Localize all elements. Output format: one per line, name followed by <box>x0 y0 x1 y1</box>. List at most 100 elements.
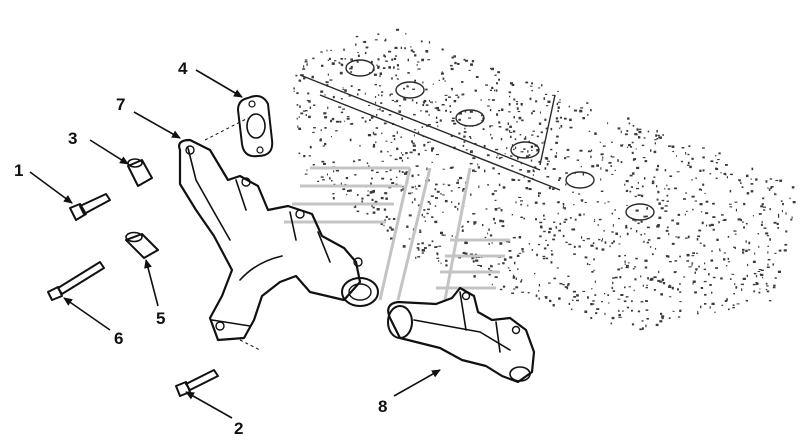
texture-speckle <box>430 195 434 197</box>
texture-speckle <box>640 301 644 303</box>
texture-speckle <box>619 276 622 279</box>
texture-speckle <box>488 99 491 101</box>
texture-speckle <box>377 108 379 111</box>
texture-speckle <box>375 127 379 129</box>
texture-speckle <box>618 316 622 318</box>
texture-speckle <box>590 288 593 290</box>
texture-speckle <box>422 101 425 104</box>
texture-speckle <box>369 191 373 194</box>
texture-speckle <box>396 131 398 134</box>
texture-speckle <box>760 269 764 271</box>
texture-speckle <box>742 251 745 254</box>
texture-speckle <box>392 217 396 220</box>
texture-speckle <box>593 269 595 272</box>
texture-speckle <box>653 150 657 154</box>
texture-speckle <box>776 222 779 225</box>
texture-speckle <box>431 216 434 218</box>
texture-speckle <box>498 183 501 187</box>
texture-speckle <box>569 118 572 122</box>
texture-speckle <box>775 179 779 181</box>
texture-speckle <box>765 232 769 235</box>
texture-speckle <box>634 278 637 281</box>
texture-speckle <box>506 147 508 150</box>
texture-speckle <box>760 223 763 226</box>
texture-speckle <box>733 230 737 232</box>
texture-speckle <box>376 208 380 211</box>
texture-speckle <box>322 145 325 147</box>
texture-speckle <box>477 264 480 266</box>
texture-speckle <box>557 110 559 113</box>
texture-speckle <box>568 302 571 305</box>
texture-speckle <box>494 74 497 76</box>
texture-speckle <box>498 110 501 112</box>
texture-speckle <box>530 149 533 151</box>
texture-speckle <box>380 223 383 225</box>
texture-speckle <box>679 309 682 312</box>
texture-speckle <box>494 89 496 92</box>
texture-speckle <box>420 110 422 112</box>
texture-speckle <box>552 238 555 241</box>
texture-speckle <box>758 291 761 294</box>
texture-speckle <box>685 192 688 194</box>
texture-speckle <box>556 201 558 203</box>
texture-speckle <box>358 159 361 161</box>
texture-speckle <box>695 177 697 179</box>
texture-speckle <box>780 200 783 202</box>
texture-speckle <box>369 72 371 74</box>
texture-speckle <box>658 270 660 274</box>
texture-speckle <box>582 172 584 176</box>
texture-speckle <box>354 205 357 208</box>
texture-speckle <box>548 231 551 234</box>
texture-speckle <box>528 243 531 245</box>
texture-speckle <box>374 96 377 98</box>
texture-speckle <box>590 303 593 306</box>
texture-speckle <box>762 276 764 279</box>
texture-speckle <box>644 259 648 262</box>
texture-speckle <box>568 243 572 246</box>
texture-speckle <box>385 171 388 173</box>
texture-speckle <box>634 266 637 268</box>
texture-speckle <box>444 200 448 203</box>
texture-speckle <box>338 106 342 108</box>
texture-speckle <box>625 189 629 192</box>
texture-speckle <box>366 212 369 215</box>
texture-speckle <box>762 197 765 200</box>
texture-speckle <box>527 180 531 183</box>
texture-speckle <box>611 173 614 175</box>
texture-speckle <box>739 180 741 182</box>
texture-speckle <box>296 104 299 106</box>
texture-speckle <box>515 201 517 204</box>
texture-speckle <box>773 221 777 224</box>
texture-speckle <box>767 263 769 266</box>
texture-speckle <box>379 75 381 78</box>
texture-speckle <box>590 244 594 247</box>
texture-speckle <box>457 187 461 189</box>
texture-speckle <box>554 155 557 158</box>
texture-speckle <box>334 60 337 62</box>
texture-speckle <box>674 260 678 262</box>
texture-speckle <box>729 189 732 193</box>
texture-speckle <box>715 168 719 171</box>
texture-speckle <box>414 185 416 188</box>
texture-speckle <box>428 244 431 247</box>
texture-speckle <box>636 128 639 131</box>
texture-speckle <box>664 205 668 207</box>
texture-speckle <box>406 85 409 88</box>
part-6-stud <box>47 261 105 301</box>
texture-speckle <box>372 145 376 148</box>
texture-speckle <box>657 134 660 137</box>
texture-speckle <box>417 248 420 251</box>
callout-6: 6 <box>114 329 123 348</box>
texture-speckle <box>557 90 559 92</box>
texture-speckle <box>734 247 736 250</box>
texture-speckle <box>541 142 543 144</box>
texture-speckle <box>440 193 442 195</box>
texture-speckle <box>550 261 553 264</box>
texture-speckle <box>734 201 738 203</box>
texture-speckle <box>531 249 534 251</box>
texture-speckle <box>325 81 329 84</box>
texture-speckle <box>572 228 576 231</box>
texture-speckle <box>632 158 635 161</box>
texture-speckle <box>350 71 353 73</box>
texture-speckle <box>498 126 502 128</box>
